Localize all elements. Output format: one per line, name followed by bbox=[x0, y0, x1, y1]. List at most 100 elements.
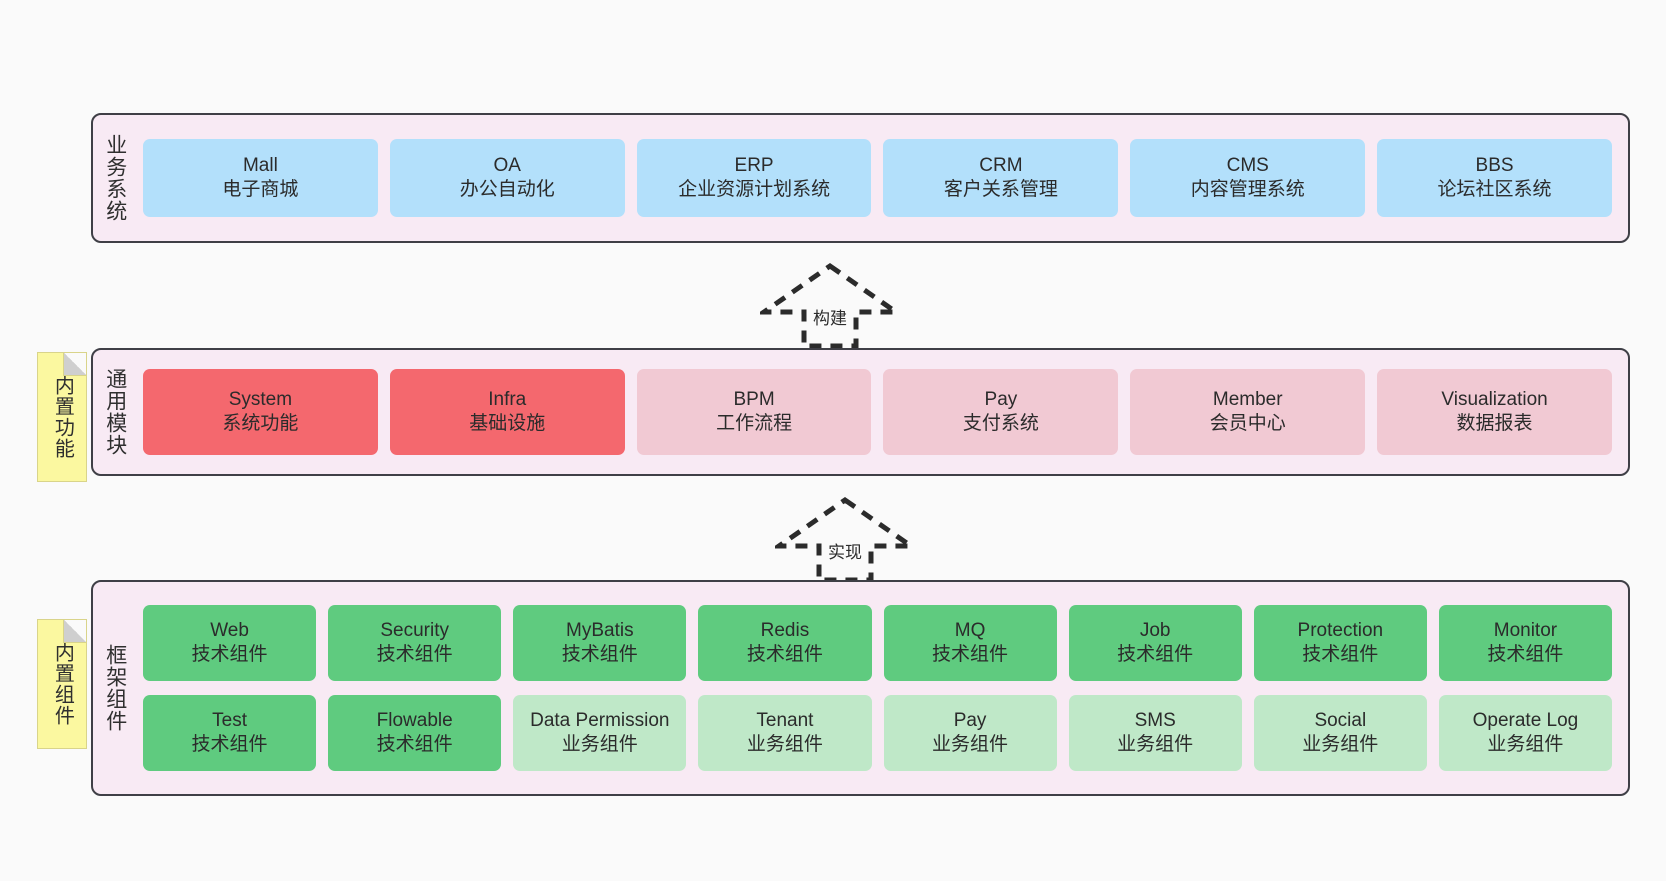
note-builtin-features-label: 内置功能 bbox=[51, 375, 74, 459]
card-bbs-desc: 论坛社区系统 bbox=[1437, 179, 1552, 200]
card-sms[interactable]: SMS 业务组件 bbox=[1068, 695, 1242, 771]
card-sms-name: SMS bbox=[1134, 709, 1176, 731]
card-redis-desc: 技术组件 bbox=[746, 644, 823, 665]
card-pay-module[interactable]: Pay 支付系统 bbox=[883, 369, 1119, 455]
card-job[interactable]: Job 技术组件 bbox=[1068, 605, 1242, 681]
card-pay-module-desc: 支付系统 bbox=[962, 413, 1039, 434]
card-sms-desc: 业务组件 bbox=[1117, 734, 1194, 755]
card-infra-desc: 基础设施 bbox=[469, 413, 546, 434]
note-builtin-components-label: 内置组件 bbox=[51, 642, 74, 726]
arrow-implement: 实现 bbox=[775, 496, 915, 584]
card-system-name: System bbox=[228, 388, 293, 410]
card-cms[interactable]: CMS 内容管理系统 bbox=[1130, 139, 1366, 217]
card-bpm-name: BPM bbox=[733, 388, 775, 410]
card-bpm-desc: 工作流程 bbox=[716, 413, 793, 434]
card-erp[interactable]: ERP 企业资源计划系统 bbox=[636, 139, 872, 217]
card-mall[interactable]: Mall 电子商城 bbox=[143, 139, 378, 217]
card-web-desc: 技术组件 bbox=[191, 644, 268, 665]
layer-common-modules: 通用模块 System 系统功能 Infra 基础设施 BPM 工作流程 Pay… bbox=[91, 348, 1630, 476]
card-operate-log[interactable]: Operate Log 业务组件 bbox=[1438, 695, 1612, 771]
arrow-implement-label: 实现 bbox=[828, 543, 862, 562]
card-cms-desc: 内容管理系统 bbox=[1190, 179, 1305, 200]
card-erp-desc: 企业资源计划系统 bbox=[678, 179, 831, 200]
card-system-desc: 系统功能 bbox=[222, 413, 299, 434]
layer-business-systems-title: 业务系统 bbox=[103, 134, 127, 222]
note-fold-corner-icon bbox=[63, 353, 86, 376]
card-protection-desc: 技术组件 bbox=[1302, 644, 1379, 665]
card-tenant-name: Tenant bbox=[756, 709, 814, 731]
card-pay-component[interactable]: Pay 业务组件 bbox=[883, 695, 1057, 771]
card-crm-name: CRM bbox=[979, 154, 1023, 176]
layer-business-systems-cards: Mall 电子商城 OA 办公自动化 ERP 企业资源计划系统 CRM 客户关系… bbox=[137, 115, 1628, 241]
card-pay-module-name: Pay bbox=[984, 388, 1018, 410]
card-cms-name: CMS bbox=[1226, 154, 1269, 176]
card-job-name: Job bbox=[1139, 619, 1171, 641]
card-mall-name: Mall bbox=[242, 154, 278, 176]
card-pay-component-desc: 业务组件 bbox=[932, 734, 1009, 755]
card-erp-name: ERP bbox=[734, 154, 774, 176]
framework-row-technical: Web 技术组件 Security 技术组件 MyBatis 技术组件 Redi… bbox=[143, 605, 1612, 681]
card-test[interactable]: Test 技术组件 bbox=[143, 695, 317, 771]
card-member-name: Member bbox=[1212, 388, 1283, 410]
card-member[interactable]: Member 会员中心 bbox=[1130, 369, 1366, 455]
card-system[interactable]: System 系统功能 bbox=[143, 369, 378, 455]
card-visualization[interactable]: Visualization 数据报表 bbox=[1377, 369, 1612, 455]
arrow-implement-shape bbox=[775, 496, 915, 583]
layer-common-modules-cards: System 系统功能 Infra 基础设施 BPM 工作流程 Pay 支付系统… bbox=[137, 350, 1628, 474]
card-operate-log-name: Operate Log bbox=[1472, 709, 1579, 731]
card-oa-desc: 办公自动化 bbox=[459, 179, 555, 200]
layer-framework-components-rows: Web 技术组件 Security 技术组件 MyBatis 技术组件 Redi… bbox=[137, 582, 1628, 794]
card-infra-name: Infra bbox=[488, 388, 527, 410]
arrow-build-label: 构建 bbox=[813, 309, 847, 328]
card-bpm[interactable]: BPM 工作流程 bbox=[636, 369, 872, 455]
note-fold-corner-icon bbox=[63, 620, 86, 643]
card-mall-desc: 电子商城 bbox=[222, 179, 299, 200]
card-mybatis[interactable]: MyBatis 技术组件 bbox=[513, 605, 687, 681]
card-mq[interactable]: MQ 技术组件 bbox=[883, 605, 1057, 681]
card-tenant[interactable]: Tenant 业务组件 bbox=[698, 695, 872, 771]
card-data-permission-desc: 业务组件 bbox=[561, 734, 638, 755]
note-builtin-components: 内置组件 bbox=[37, 619, 87, 749]
card-data-permission[interactable]: Data Permission 业务组件 bbox=[513, 695, 687, 771]
card-monitor-desc: 技术组件 bbox=[1487, 644, 1564, 665]
card-social-desc: 业务组件 bbox=[1302, 734, 1379, 755]
card-flowable[interactable]: Flowable 技术组件 bbox=[328, 695, 502, 771]
card-monitor[interactable]: Monitor 技术组件 bbox=[1438, 605, 1612, 681]
card-crm-desc: 客户关系管理 bbox=[943, 179, 1058, 200]
card-crm[interactable]: CRM 客户关系管理 bbox=[883, 139, 1119, 217]
card-protection[interactable]: Protection 技术组件 bbox=[1253, 605, 1427, 681]
card-social-name: Social bbox=[1314, 709, 1367, 731]
card-mq-name: MQ bbox=[954, 619, 986, 641]
card-redis[interactable]: Redis 技术组件 bbox=[698, 605, 872, 681]
card-security-name: Security bbox=[380, 619, 449, 641]
card-bbs-name: BBS bbox=[1475, 154, 1514, 176]
card-test-name: Test bbox=[212, 709, 247, 731]
arrow-build-shape bbox=[760, 262, 900, 349]
framework-row-business: Test 技术组件 Flowable 技术组件 Data Permission … bbox=[143, 695, 1612, 771]
card-operate-log-desc: 业务组件 bbox=[1487, 734, 1564, 755]
card-web[interactable]: Web 技术组件 bbox=[143, 605, 317, 681]
card-pay-component-name: Pay bbox=[953, 709, 987, 731]
card-oa[interactable]: OA 办公自动化 bbox=[389, 139, 625, 217]
card-infra[interactable]: Infra 基础设施 bbox=[389, 369, 625, 455]
card-monitor-name: Monitor bbox=[1493, 619, 1558, 641]
card-oa-name: OA bbox=[493, 154, 521, 176]
card-data-permission-name: Data Permission bbox=[530, 709, 670, 731]
card-protection-name: Protection bbox=[1297, 619, 1384, 641]
card-test-desc: 技术组件 bbox=[191, 734, 268, 755]
card-tenant-desc: 业务组件 bbox=[746, 734, 823, 755]
layer-framework-components-title: 框架组件 bbox=[103, 644, 127, 732]
card-mq-desc: 技术组件 bbox=[932, 644, 1009, 665]
card-bbs[interactable]: BBS 论坛社区系统 bbox=[1377, 139, 1612, 217]
card-web-name: Web bbox=[210, 619, 249, 641]
card-member-desc: 会员中心 bbox=[1209, 413, 1286, 434]
card-social[interactable]: Social 业务组件 bbox=[1253, 695, 1427, 771]
card-visualization-name: Visualization bbox=[1441, 388, 1548, 410]
card-redis-name: Redis bbox=[760, 619, 810, 641]
layer-business-systems: 业务系统 Mall 电子商城 OA 办公自动化 ERP 企业资源计划系统 CRM… bbox=[91, 113, 1630, 243]
layer-framework-components: 框架组件 Web 技术组件 Security 技术组件 MyBatis 技术组件… bbox=[91, 580, 1630, 796]
card-security-desc: 技术组件 bbox=[376, 644, 453, 665]
card-mybatis-name: MyBatis bbox=[566, 619, 634, 641]
card-security[interactable]: Security 技术组件 bbox=[328, 605, 502, 681]
